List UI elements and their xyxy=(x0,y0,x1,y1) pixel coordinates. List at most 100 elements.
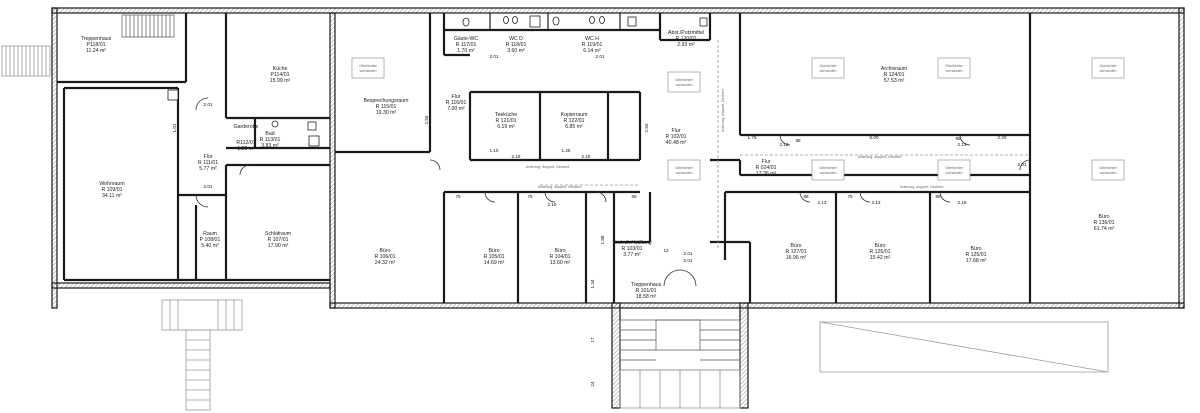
room-label: Flur R 116/01 7.00 m² xyxy=(446,94,467,112)
svg-text:7.00 m²: 7.00 m² xyxy=(447,106,465,112)
svg-text:P118/01: P118/01 xyxy=(87,42,106,48)
svg-text:5.77 m²: 5.77 m² xyxy=(199,166,217,172)
room-label: Treppenhaus P118/01 11.24 m² xyxy=(81,36,112,54)
svg-text:R 107/01: R 107/01 xyxy=(267,237,288,243)
dimension-text: 2.01 xyxy=(684,251,693,256)
skylight-box xyxy=(667,159,701,181)
skylight-box-label: vorhanden xyxy=(676,171,693,175)
room-label: Raum P 108/01 5.40 m² xyxy=(200,231,221,249)
room-label: WC H R 119/01 6.14 m² xyxy=(582,36,603,54)
svg-text:Technik / Lüftung: Technik / Lüftung xyxy=(612,240,651,246)
svg-text:61.74 m²: 61.74 m² xyxy=(1094,226,1115,232)
dimension-text: 2.20 xyxy=(998,135,1007,140)
svg-text:5.40 m²: 5.40 m² xyxy=(201,243,219,249)
dimension-text: 88 xyxy=(955,136,961,141)
svg-text:11.24 m²: 11.24 m² xyxy=(86,48,106,54)
dimension-text: 1.10 xyxy=(490,148,499,153)
dimension-text: 2.13 xyxy=(818,200,827,205)
stair-main xyxy=(611,302,749,409)
skylight-box-label: Oberlichter xyxy=(819,166,837,170)
svg-text:Besprechungsraum: Besprechungsraum xyxy=(364,98,409,104)
svg-text:Bad: Bad xyxy=(265,131,274,137)
svg-text:15.99 m²: 15.99 m² xyxy=(270,78,291,84)
dimension-text: 1.34 xyxy=(590,279,595,288)
svg-text:R112/01: R112/01 xyxy=(236,140,255,146)
room-label: WC D R 118/01 3.60 m² xyxy=(506,36,527,54)
svg-text:R 125/01: R 125/01 xyxy=(965,252,986,258)
room-label: Flur R 111/01 5.77 m² xyxy=(198,154,218,172)
svg-text:Wohnraum: Wohnraum xyxy=(99,181,124,187)
svg-text:P114/01: P114/01 xyxy=(271,72,290,78)
room-label: Küche P114/01 15.99 m² xyxy=(270,66,291,84)
room-label: Flur R 024/01 17.36 m² xyxy=(755,159,776,177)
svg-text:R 118/01: R 118/01 xyxy=(506,42,527,48)
svg-text:19.30 m²: 19.30 m² xyxy=(376,110,397,116)
svg-text:3.60 m²: 3.60 m² xyxy=(507,48,525,54)
svg-text:Teeküche: Teeküche xyxy=(495,112,517,118)
svg-text:57.53 m²: 57.53 m² xyxy=(884,78,905,84)
svg-text:Kopierraum: Kopierraum xyxy=(561,112,588,118)
dimension-text: 2.01 xyxy=(684,258,693,263)
room-label: Wohnraum R 109/01 34.11 m² xyxy=(99,181,124,199)
svg-text:Flur: Flur xyxy=(204,154,213,160)
room-label: Büro R 126/01 15.42 m² xyxy=(869,243,890,261)
skylight-box xyxy=(937,57,971,79)
dimension-text: 76 xyxy=(527,194,533,199)
room-label: Büro R 104/01 13.60 m² xyxy=(549,248,570,266)
dimension-text: 1.75 xyxy=(748,135,757,140)
dimension-text: 2.55 xyxy=(424,115,429,124)
room-label: Kopierraum R 122/01 6.85 m² xyxy=(561,112,588,130)
room-label: Büro R 105/01 14.69 m² xyxy=(483,248,504,266)
svg-text:Schlafraum: Schlafraum xyxy=(265,231,291,237)
svg-text:R 124/01: R 124/01 xyxy=(883,72,904,78)
room-label: Flur R 102/01 40.48 m² xyxy=(665,128,686,146)
svg-text:Gäste-WC: Gäste-WC xyxy=(454,36,478,42)
svg-text:Archivraum: Archivraum xyxy=(881,66,907,72)
svg-text:17.36 m²: 17.36 m² xyxy=(756,171,777,177)
dimension-text: 2.01 xyxy=(596,54,605,59)
room-label: Gäste-WC R 117/01 1.70 m² xyxy=(454,36,478,54)
svg-text:R 111/01: R 111/01 xyxy=(198,160,218,166)
svg-text:R 113/01: R 113/01 xyxy=(260,137,281,143)
svg-text:R 117/01: R 117/01 xyxy=(456,42,477,48)
svg-text:Büro: Büro xyxy=(1099,214,1110,220)
svg-text:R 126/01: R 126/01 xyxy=(869,249,890,255)
skylight-box xyxy=(937,159,971,181)
svg-text:Garderobe: Garderobe xyxy=(234,124,259,130)
room-label: Garderobe R112/01 1.80 m² xyxy=(234,124,259,152)
svg-text:WC H: WC H xyxy=(585,36,599,42)
room-label: Büro R 127/01 16.96 m² xyxy=(785,243,806,261)
room-label: Besprechungsraum R 115/01 19.30 m² xyxy=(364,98,409,116)
svg-text:R 104/01: R 104/01 xyxy=(549,254,570,260)
svg-text:R 119/01: R 119/01 xyxy=(582,42,603,48)
svg-text:1.70 m²: 1.70 m² xyxy=(457,48,475,54)
skylight-box-label: Oberlichter xyxy=(945,166,963,170)
svg-text:R 120/01: R 120/01 xyxy=(675,36,696,42)
svg-text:Büro: Büro xyxy=(489,248,500,254)
svg-text:R 102/01: R 102/01 xyxy=(665,134,686,140)
svg-text:1.80 m²: 1.80 m² xyxy=(237,146,255,152)
room-label: Schlafraum R 107/01 17.90 m² xyxy=(265,231,291,249)
svg-text:15.42 m²: 15.42 m² xyxy=(870,255,891,261)
dimension-text: 2.19 xyxy=(512,154,521,159)
svg-text:Büro: Büro xyxy=(875,243,886,249)
svg-text:2.93 m²: 2.93 m² xyxy=(677,42,695,48)
svg-text:Flur: Flur xyxy=(452,94,461,100)
sanitary-fixtures-office xyxy=(462,15,708,28)
dimension-labels: 2.01 2.01 2.01 2.01 2.01 2.01 2.19 2.19 … xyxy=(172,54,1027,387)
apartment-walls xyxy=(57,13,330,282)
svg-text:6.14 m²: 6.14 m² xyxy=(583,48,601,54)
room-label: Büro R 125/01 17.68 m² xyxy=(965,246,986,264)
dimension-text: 75 xyxy=(455,194,461,199)
svg-text:R 103/01: R 103/01 xyxy=(621,246,642,252)
dimension-text: 2.01 xyxy=(204,102,213,107)
svg-text:Büro: Büro xyxy=(380,248,391,254)
sanitary-fixtures-left xyxy=(167,89,320,147)
beam-label: Unterzug, doppelt, Deckenf. xyxy=(721,88,725,133)
svg-text:Flur: Flur xyxy=(762,159,771,165)
dimension-text: 2.50 xyxy=(644,123,649,132)
skylight-box xyxy=(351,57,385,79)
room-labels: Treppenhaus P118/01 11.24 m² Küche P114/… xyxy=(81,30,1115,300)
office-walls xyxy=(335,13,1032,303)
